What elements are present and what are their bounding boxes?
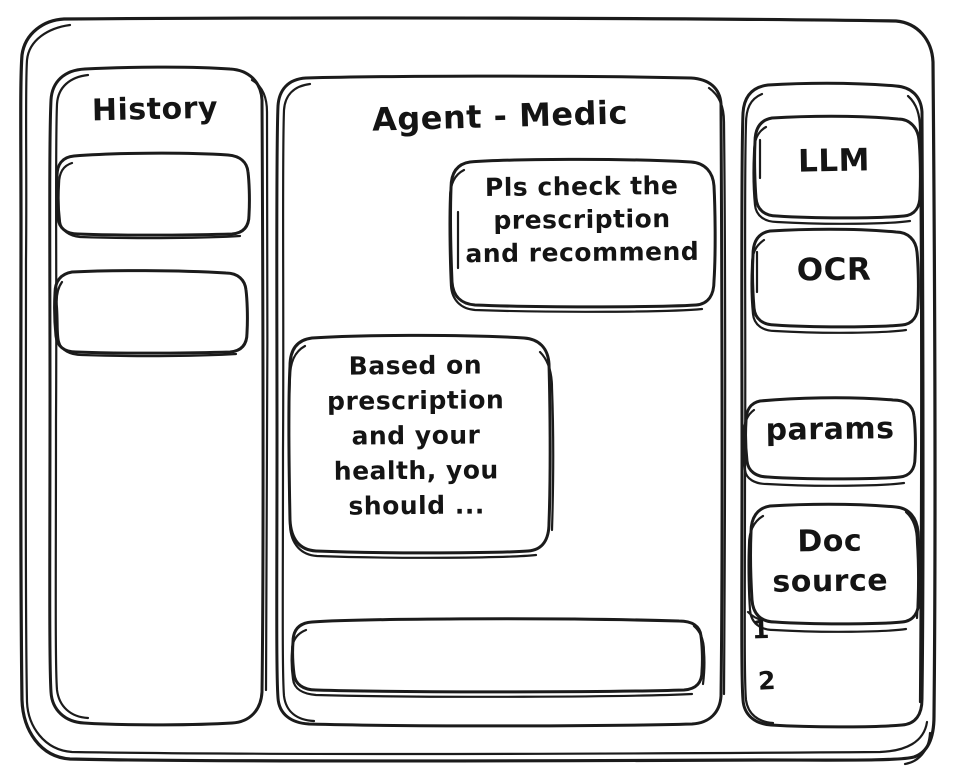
user-message-bubble[interactable] [449, 158, 717, 313]
tool-docsource-button[interactable] [748, 503, 920, 633]
tool-ocr-button[interactable] [750, 228, 920, 334]
message-input[interactable] [291, 618, 706, 698]
tool-llm-button[interactable] [752, 115, 922, 225]
history-item-2[interactable] [54, 270, 248, 357]
assistant-message-bubble[interactable] [288, 334, 554, 560]
tool-params-button[interactable] [743, 396, 917, 486]
history-item-1[interactable] [56, 153, 250, 238]
